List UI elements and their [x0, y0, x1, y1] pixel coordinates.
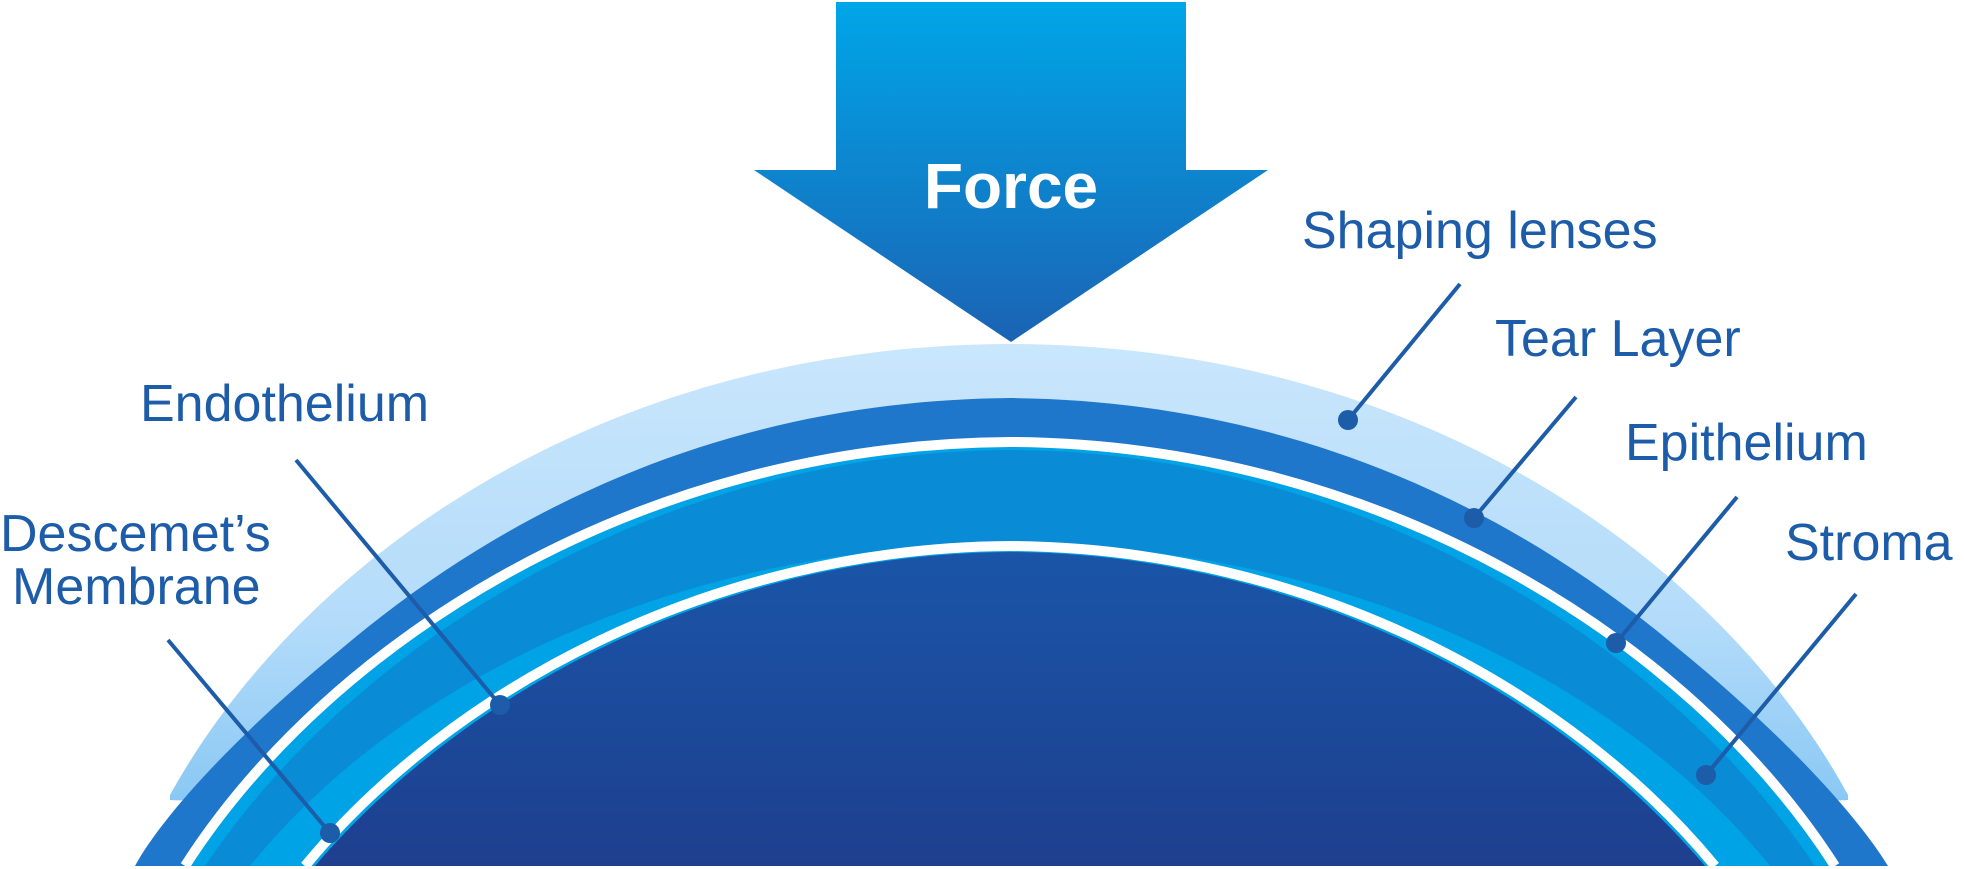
- label-shaping-lenses: Shaping lenses: [1302, 202, 1658, 260]
- inner-body: [315, 552, 1705, 866]
- leader-endothelium: [294, 458, 502, 707]
- leader-stroma: [1704, 592, 1858, 777]
- leader-shaping-lenses: [1346, 282, 1462, 422]
- label-stroma: Stroma: [1785, 514, 1953, 572]
- label-endothelium: Endothelium: [140, 375, 429, 433]
- dot-endothelium: [490, 695, 510, 715]
- leader-tear-layer: [1472, 395, 1578, 520]
- descemets-line-outer: [180, 436, 1840, 869]
- dot-tear-layer: [1464, 508, 1484, 528]
- dot-epithelium: [1606, 633, 1626, 653]
- force-label: Force: [924, 150, 1098, 222]
- dot-descemets: [320, 823, 340, 843]
- endothelium-line: [301, 540, 1719, 869]
- label-descemets-line2: Membrane: [12, 558, 261, 616]
- dot-shaping-lenses: [1338, 410, 1358, 430]
- label-epithelium: Epithelium: [1625, 414, 1868, 472]
- dot-stroma: [1696, 765, 1716, 785]
- label-tear-layer: Tear Layer: [1495, 310, 1741, 368]
- label-descemets-line1: Descemet’s: [0, 505, 271, 563]
- leader-descemets: [166, 638, 332, 835]
- force-arrow: [754, 2, 1268, 342]
- leader-epithelium: [1614, 495, 1739, 645]
- shaping-lens-layer: [170, 344, 1848, 801]
